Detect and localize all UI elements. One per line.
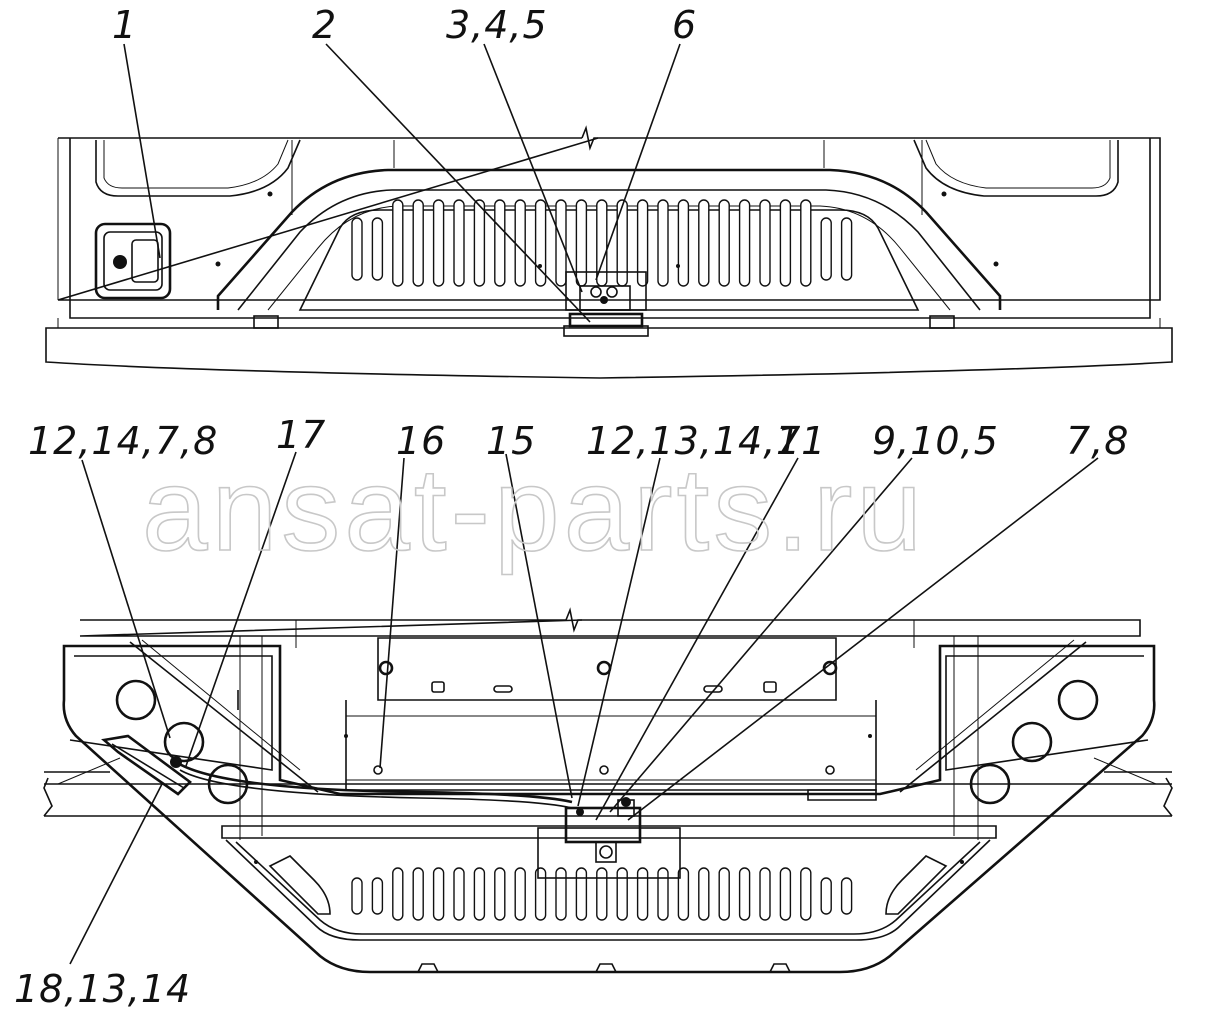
- callout-6: 6: [672, 3, 697, 47]
- grille-slot: [473, 867, 486, 921]
- grille-slot: [392, 867, 404, 921]
- callout-9-10-5: 9,10,5: [872, 419, 999, 463]
- grille-slot: [351, 217, 363, 281]
- grille-slot: [820, 217, 832, 281]
- grille-slot: [800, 867, 812, 921]
- grille-slot: [412, 199, 424, 287]
- grille-slot: [392, 199, 404, 287]
- grille-slot: [759, 867, 771, 921]
- grille-slot: [371, 217, 384, 281]
- grille-slot: [738, 867, 751, 921]
- grille-slot: [432, 199, 445, 287]
- tow-coupling-top: [563, 271, 649, 337]
- grille-slot: [779, 199, 792, 287]
- grille-slot: [759, 199, 771, 287]
- callout-16: 16: [396, 419, 446, 463]
- grille-slots-top: [351, 199, 853, 287]
- grille-slot: [453, 867, 465, 921]
- grille-slot: [718, 199, 730, 287]
- grille-slot: [840, 217, 853, 281]
- light-holes-right: [969, 679, 1099, 805]
- grille-slot: [657, 867, 669, 921]
- callout-3-4-5: 3,4,5: [446, 3, 548, 47]
- callout-1: 1: [112, 3, 137, 47]
- grille-slot: [555, 867, 567, 921]
- grille-slot: [453, 199, 465, 287]
- grille-slot: [494, 867, 506, 921]
- grille-slot: [371, 877, 384, 915]
- grille-slot: [555, 199, 567, 287]
- grille-slot: [575, 199, 588, 287]
- callout-labels: 1 2 3,4,5 6 12,14,7,8 17 16 15 12,13,14,…: [14, 3, 1129, 1011]
- grille-slot: [575, 867, 588, 921]
- callout-7-8: 7,8: [1066, 419, 1129, 463]
- grille-slot: [432, 867, 445, 921]
- grille-slot: [677, 199, 690, 287]
- grille-slot: [351, 877, 363, 915]
- top-view: [45, 125, 1173, 379]
- bottom-view: [43, 607, 1173, 974]
- leader-lines: [69, 43, 1099, 965]
- grille-slot: [534, 199, 547, 287]
- grille-slot: [596, 867, 608, 921]
- callout-11: 11: [776, 419, 826, 463]
- grille-slot: [473, 199, 486, 287]
- grille-slot: [698, 867, 710, 921]
- tow-coupling-bottom: [537, 797, 681, 879]
- grille-slot: [636, 867, 649, 921]
- grille-slot: [657, 199, 669, 287]
- callout-18-13-14: 18,13,14: [14, 967, 191, 1011]
- light-holes-left: [115, 679, 249, 805]
- grille-slot: [698, 199, 710, 287]
- grille-slot: [616, 867, 628, 921]
- callout-12-14-7-8: 12,14,7,8: [28, 419, 218, 463]
- grille-slot: [494, 199, 506, 287]
- grille-slot: [820, 877, 832, 915]
- grille-slot: [779, 867, 792, 921]
- callout-15: 15: [486, 419, 536, 463]
- socket-18: [101, 734, 192, 796]
- grille-slot: [412, 867, 424, 921]
- grille-slot: [636, 199, 649, 287]
- grille-slot: [840, 877, 853, 915]
- grille-slots-bottom: [351, 867, 853, 921]
- grille-slot: [677, 867, 690, 921]
- grille-slot: [718, 867, 730, 921]
- grille-slot: [514, 199, 526, 287]
- grille-slot: [800, 199, 812, 287]
- grille-slot: [534, 867, 547, 921]
- callout-12-13-14-7: 12,13,14,7: [586, 419, 801, 463]
- callout-17: 17: [276, 413, 326, 457]
- grille-slot: [616, 199, 628, 287]
- latch-handle: [94, 222, 172, 300]
- callout-2: 2: [312, 3, 337, 47]
- watermark-text: ansat-parts.ru: [142, 444, 926, 576]
- grille-slot: [514, 867, 526, 921]
- grille-slot: [738, 199, 751, 287]
